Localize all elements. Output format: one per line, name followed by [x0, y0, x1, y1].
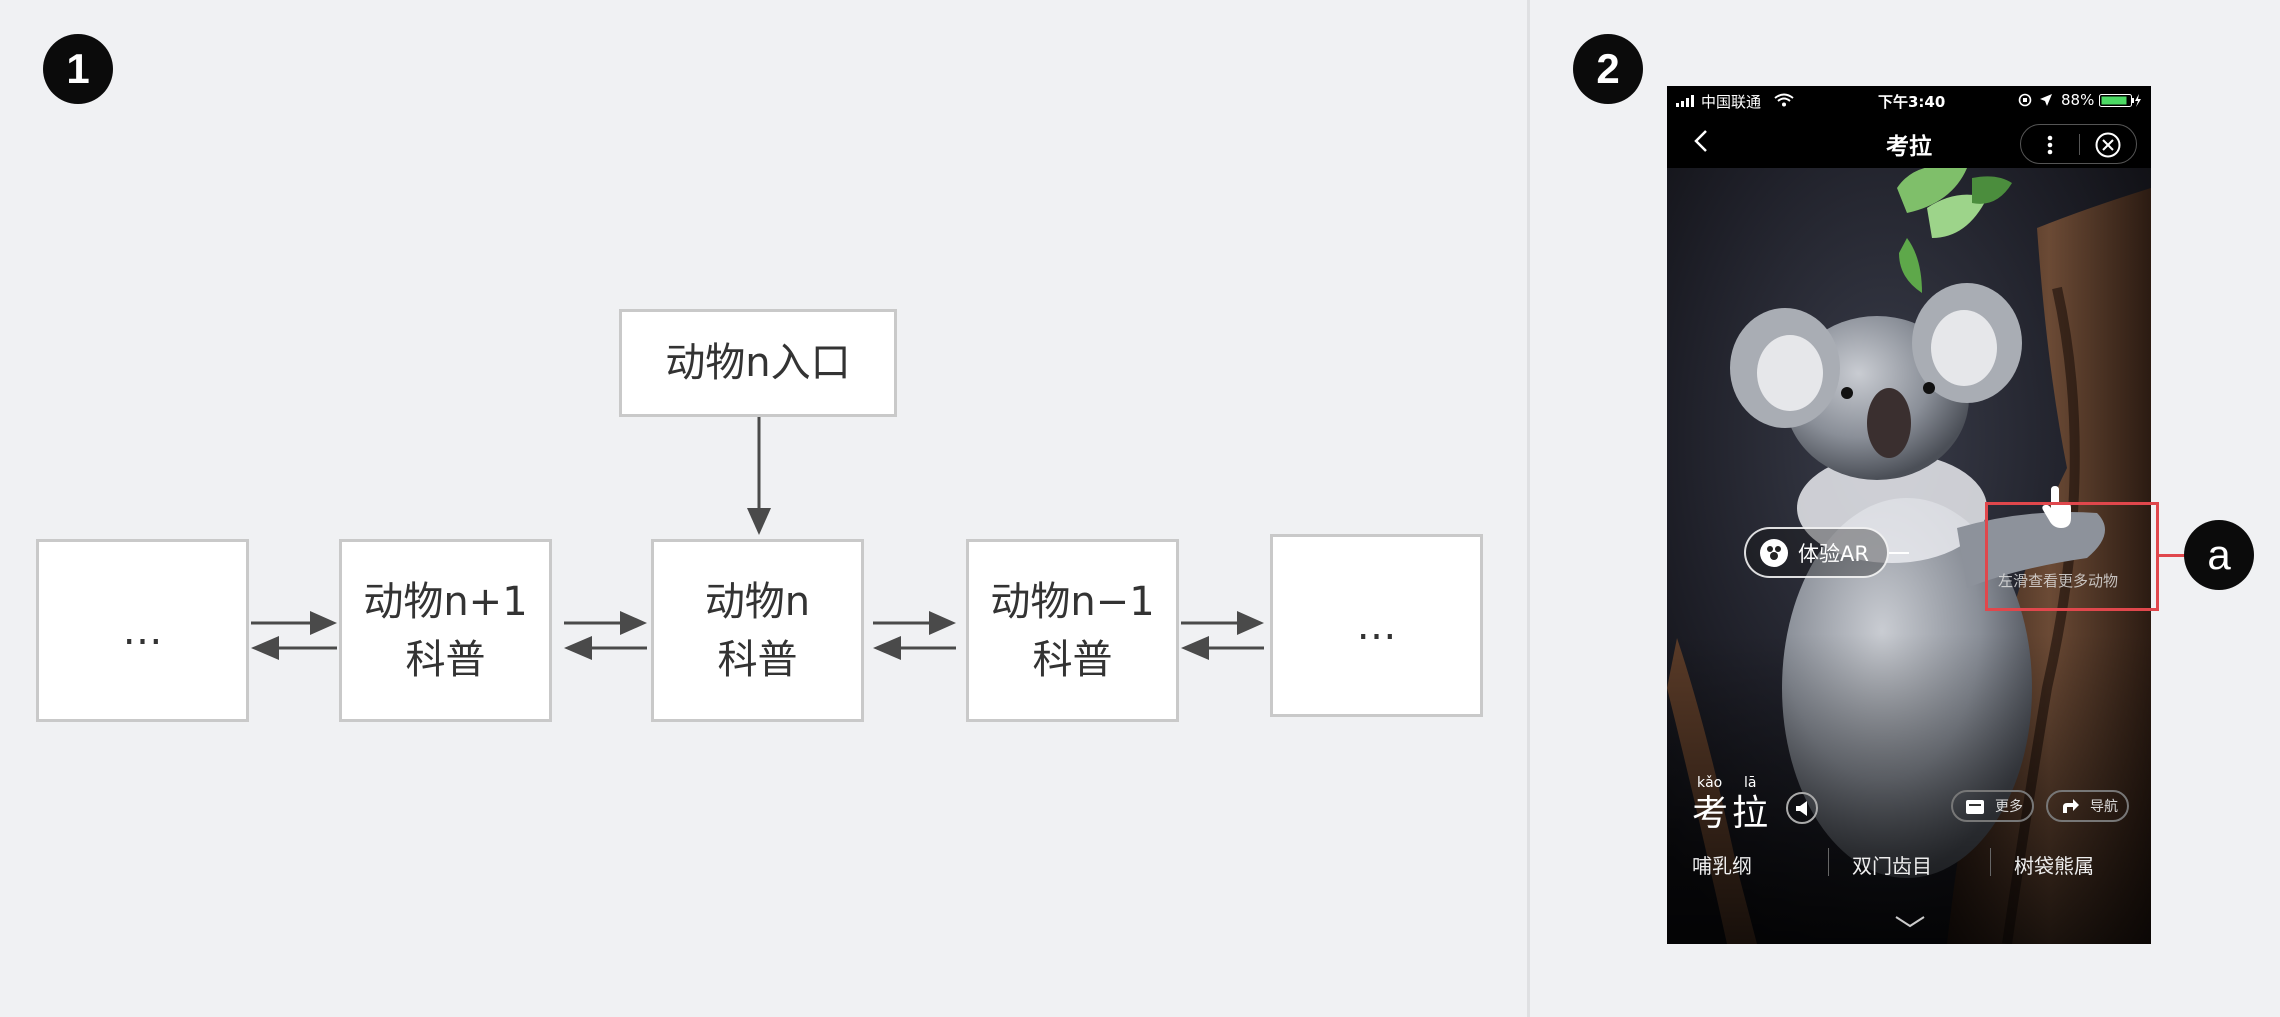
- close-icon[interactable]: [2094, 131, 2122, 159]
- orientation-lock-icon: [2018, 93, 2032, 107]
- entry-box: 动物n入口: [619, 309, 897, 417]
- node-box-left-ellipsis: …: [36, 539, 249, 722]
- nav-bar: 考拉: [1667, 114, 2151, 168]
- try-ar-label: 体验AR: [1798, 541, 1869, 566]
- clock-label: 下午3:40: [1878, 93, 1946, 111]
- wifi-icon: [1774, 93, 1794, 107]
- ar-icon: [1760, 538, 1788, 567]
- bidirectional-arrow-1: [251, 611, 337, 660]
- pinyin-la: lā: [1744, 775, 1757, 791]
- hand-swipe-icon: [2042, 486, 2071, 528]
- navigate-button[interactable]: 导航: [2046, 790, 2129, 822]
- node-box-n-plus-1: 动物n+1 科普: [339, 539, 552, 722]
- try-ar-button[interactable]: 体验AR: [1744, 527, 1889, 578]
- bidirectional-arrow-2: [564, 611, 647, 660]
- mini-program-capsule: [2020, 124, 2137, 164]
- taxonomy-separator: [1828, 848, 1829, 876]
- taxonomy-separator: [1990, 848, 1991, 876]
- taxonomy-class: 哺乳纲: [1692, 854, 1752, 878]
- section-1-badge: 1: [43, 34, 113, 104]
- bidirectional-arrow-3: [873, 611, 956, 660]
- swipe-hint-highlight: [1985, 502, 2159, 611]
- back-icon[interactable]: [1689, 128, 1715, 154]
- phone-screen: 中国联通 下午3:40 88% 考拉: [1667, 86, 2151, 944]
- more-card-icon: [1966, 800, 1984, 814]
- navigate-icon: [2063, 799, 2079, 813]
- navigate-label: 导航: [2090, 799, 2118, 815]
- more-options-icon[interactable]: [2043, 134, 2057, 156]
- node-box-right-ellipsis: …: [1270, 534, 1483, 717]
- swipe-hint-text: 左滑查看更多动物: [1998, 572, 2119, 590]
- chevron-down-icon[interactable]: [1894, 914, 1926, 930]
- callout-a-badge: a: [2184, 520, 2254, 590]
- battery-icon: [2099, 94, 2141, 107]
- ar-connector-line: [1889, 552, 1909, 554]
- flow-arrows: [251, 417, 1264, 660]
- more-button[interactable]: 更多: [1951, 790, 2034, 822]
- speaker-icon: [1796, 801, 1807, 816]
- location-icon: [2040, 94, 2052, 106]
- bidirectional-arrow-4: [1181, 611, 1264, 660]
- animal-name: 考拉: [1692, 793, 1773, 834]
- carrier-label: 中国联通: [1701, 93, 1762, 111]
- speaker-button[interactable]: [1786, 792, 1818, 824]
- signal-icon: [1676, 95, 1694, 107]
- section-2-badge: 2: [1573, 34, 1643, 104]
- entry-arrow: [747, 417, 771, 535]
- battery-percent: 88%: [2061, 91, 2095, 109]
- page-title: 考拉: [1886, 134, 1932, 160]
- taxonomy-order: 双门齿目: [1852, 854, 1932, 878]
- capsule-separator: [2079, 134, 2080, 155]
- more-label: 更多: [1995, 799, 2023, 815]
- section-divider: [1527, 0, 1530, 1017]
- koala-illustration: [1667, 168, 2151, 944]
- callout-connector: [2159, 554, 2189, 557]
- koala-photo: 体验AR: [1667, 168, 2151, 944]
- node-box-n-minus-1: 动物n−1 科普: [966, 539, 1179, 722]
- pinyin-kao: kǎo: [1697, 775, 1723, 791]
- taxonomy-genus: 树袋熊属: [2014, 854, 2094, 878]
- status-bar: 中国联通 下午3:40 88%: [1667, 86, 2151, 114]
- node-box-n: 动物n 科普: [651, 539, 864, 722]
